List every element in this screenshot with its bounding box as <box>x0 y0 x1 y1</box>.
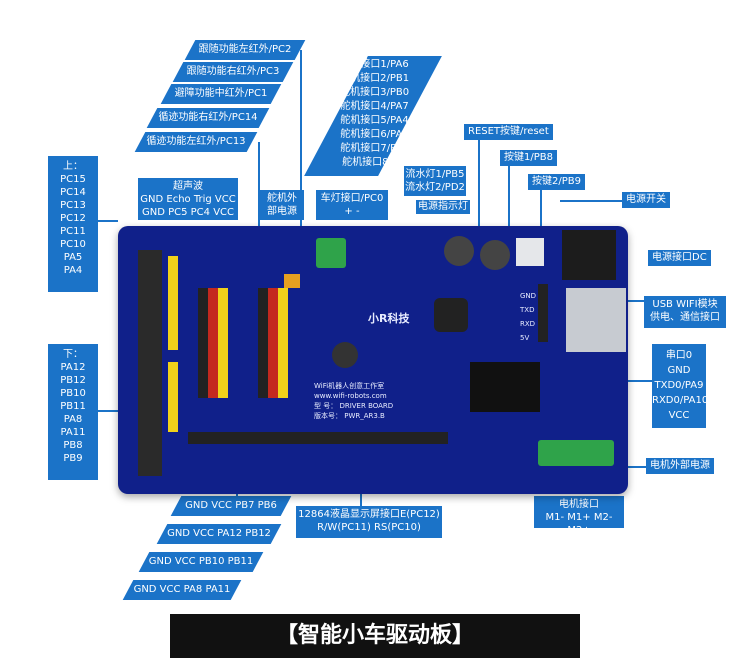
yellow-header <box>168 256 178 350</box>
key1-label: 按键1/PB8 <box>500 150 557 166</box>
connector-line <box>628 380 652 382</box>
driver-board: 小R科技 WiFi机器人创意工作室 www.wifi-robots.com 型 … <box>118 226 628 494</box>
callout-track-right-ir: 循迹功能右红外/PC14 <box>146 108 270 128</box>
inductor <box>434 298 468 332</box>
connector-line <box>540 190 542 230</box>
capacitor <box>332 342 358 368</box>
headlight-port-label: 车灯接口/PC0+ - <box>316 190 388 220</box>
connector-line <box>560 200 622 202</box>
callout-track-left-ir: 循迹功能左红外/PC13 <box>134 132 258 152</box>
yellow-header <box>168 362 178 432</box>
key2-label: 按键2/PB9 <box>528 174 585 190</box>
usb-wifi-label: USB WIFI模块供电、通信接口 <box>644 296 726 328</box>
servo-header-red <box>258 288 288 398</box>
uart-silk: 5V <box>520 334 530 342</box>
motor-terminal <box>538 440 614 466</box>
callout-follow-right-ir: 跟随功能右红外/PC3 <box>172 62 294 82</box>
silk-text: 版本号： PWR_AR3.B <box>314 412 385 420</box>
uart-silk: RXD <box>520 320 536 328</box>
silk-text: 型 号： DRIVER BOARD <box>314 402 394 410</box>
connector-line <box>300 50 302 226</box>
board-logo: 小R科技 <box>368 312 410 325</box>
connector-line <box>98 220 118 222</box>
motor-driver-chip <box>470 362 540 412</box>
bottom-header-pins-1: GND VCC PB7 PB6 <box>170 496 292 516</box>
usb-port <box>566 288 626 352</box>
reset-button-label: RESET按键/reset <box>464 124 553 140</box>
bottom-header-pins-3: GND VCC PB10 PB11 <box>138 552 264 572</box>
connector-line <box>624 466 646 468</box>
silk-text: www.wifi-robots.com <box>314 392 387 400</box>
connector-line <box>628 300 644 302</box>
servo-header-red <box>198 288 228 398</box>
lcd-header <box>188 432 448 444</box>
capacitor <box>480 240 510 270</box>
callout-avoid-mid-ir: 避障功能中红外/PC1 <box>160 84 282 104</box>
uart-header <box>538 284 548 342</box>
power-dc-label: 电源接口DC <box>648 250 711 266</box>
capacitor <box>444 236 474 266</box>
servo-power-jumper <box>284 274 300 288</box>
power-switch-label: 电源开关 <box>622 192 670 208</box>
dc-power-jack <box>562 230 616 280</box>
silk-text: WiFi机器人创意工作室 <box>314 382 385 390</box>
connector-line <box>258 142 260 226</box>
power-led-label: 电源指示灯 <box>416 200 470 214</box>
footer-title: 【智能小车驱动板】 <box>170 614 580 658</box>
servo-power-label: 舵机外部电源 <box>260 190 304 220</box>
uart-silk: TXD <box>520 306 535 314</box>
bottom-header-pins-4: GND VCC PA8 PA11 <box>122 580 242 600</box>
left-pin-header <box>138 250 162 476</box>
bottom-header-pins-2: GND VCC PA12 PB12 <box>156 524 282 544</box>
power-switch <box>516 238 544 266</box>
uart-silk: GND <box>520 292 537 300</box>
motor-power-label: 电机外部电源 <box>646 458 714 474</box>
connector-line <box>98 410 118 412</box>
headlight-terminal <box>316 238 346 268</box>
connector-line <box>508 166 510 228</box>
callout-follow-left-ir: 跟随功能左红外/PC2 <box>184 40 306 60</box>
lcd-port-label: 12864液晶显示屏接口E(PC12)R/W(PC11) RS(PC10) <box>296 506 442 538</box>
connector-line <box>478 140 480 228</box>
